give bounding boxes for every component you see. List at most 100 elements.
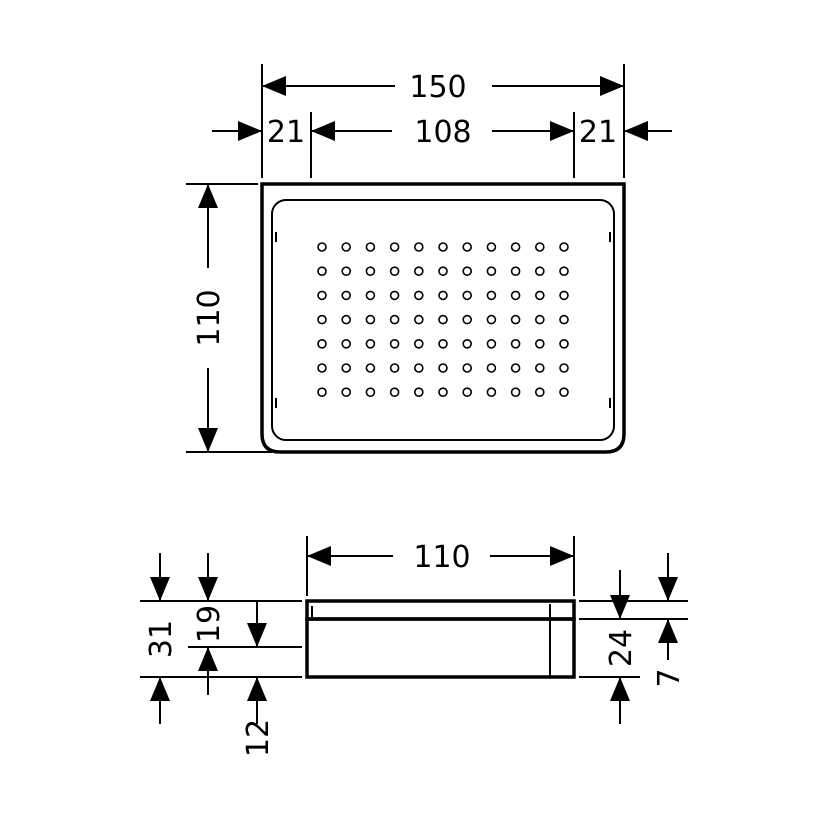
arrow-24-bottom — [610, 677, 630, 701]
drain-hole — [559, 290, 569, 301]
dim-label-150: 150 — [409, 70, 466, 105]
drain-hole — [438, 387, 448, 398]
arrow-side-110-left — [307, 546, 331, 566]
drain-hole — [438, 363, 448, 373]
arrow-7-top — [658, 577, 678, 601]
side-view-top-part — [305, 599, 576, 621]
top-view-inner-tray — [271, 199, 615, 441]
drain-hole — [534, 242, 545, 252]
drain-hole — [389, 314, 400, 325]
drain-hole — [510, 242, 521, 252]
dim-label-24: 24 — [604, 629, 639, 667]
arrow-19-top — [198, 577, 218, 601]
arrow-108-right — [550, 121, 574, 141]
drain-hole — [510, 290, 521, 301]
drain-hole — [486, 363, 497, 373]
drain-hole — [462, 242, 473, 252]
drain-hole — [486, 242, 497, 252]
dim-label-110-depth: 110 — [192, 289, 227, 346]
drain-hole — [389, 242, 400, 252]
drain-hole — [317, 314, 327, 325]
drain-hole — [462, 266, 473, 277]
drain-hole — [341, 290, 352, 301]
arrow-12-top — [247, 623, 267, 647]
drain-hole — [438, 242, 448, 252]
drain-hole — [462, 314, 473, 325]
arrow-150-left — [262, 76, 286, 96]
dim-label-108: 108 — [414, 115, 471, 150]
drain-hole — [462, 290, 473, 301]
drain-hole — [365, 338, 376, 349]
arrow-21-left — [238, 121, 262, 141]
drain-hole — [510, 363, 521, 373]
drain-hole — [534, 290, 545, 301]
drain-hole — [559, 363, 569, 373]
dim-label-21-right: 21 — [579, 115, 617, 150]
dim-label-31: 31 — [144, 620, 179, 658]
drain-hole — [365, 363, 376, 373]
side-view-body — [305, 617, 576, 679]
dim-label-side-110: 110 — [413, 540, 470, 575]
drain-hole — [341, 242, 352, 252]
drain-hole — [317, 363, 327, 373]
side-view: 110 31 19 12 24 — [140, 536, 688, 757]
drain-hole — [438, 314, 448, 325]
dim-label-7: 7 — [652, 668, 687, 687]
drain-hole — [389, 290, 400, 301]
drain-hole — [510, 387, 521, 398]
drain-hole — [534, 314, 545, 325]
arrow-21-right — [624, 121, 648, 141]
drain-hole — [486, 314, 497, 325]
drain-hole — [462, 338, 473, 349]
drain-hole — [341, 363, 352, 373]
drain-hole — [317, 338, 327, 349]
arrow-7-bottom — [658, 619, 678, 643]
drain-hole — [486, 338, 497, 349]
arrow-31-bottom — [150, 677, 170, 701]
drain-hole — [317, 242, 327, 252]
drain-hole — [365, 242, 376, 252]
drain-hole — [559, 338, 569, 349]
drain-hole — [510, 338, 521, 349]
dim-label-12: 12 — [241, 719, 276, 757]
drain-hole — [389, 338, 400, 349]
arrow-150-right — [600, 76, 624, 96]
drain-hole — [559, 387, 569, 398]
drain-hole — [559, 242, 569, 252]
top-view-outer-outline — [260, 182, 626, 454]
arrow-side-110-right — [550, 546, 574, 566]
drain-hole — [365, 290, 376, 301]
drain-hole — [413, 242, 424, 252]
dim-label-21-left: 21 — [267, 115, 305, 150]
drain-hole — [559, 314, 569, 325]
drain-hole — [534, 363, 545, 373]
arrow-31-top — [150, 577, 170, 601]
drain-hole — [462, 387, 473, 398]
drain-hole — [438, 338, 448, 349]
drain-hole — [534, 387, 545, 398]
drain-hole — [438, 290, 448, 301]
drain-hole — [413, 290, 424, 301]
arrow-110-top — [198, 184, 218, 208]
drain-hole — [365, 314, 376, 325]
drain-hole — [534, 266, 545, 277]
arrow-12-bottom — [247, 677, 267, 701]
arrow-24-top — [610, 595, 630, 619]
drain-hole — [413, 363, 424, 373]
arrow-110-bottom — [198, 428, 218, 452]
drain-hole — [389, 363, 400, 373]
drain-hole — [317, 387, 327, 398]
drain-hole — [317, 290, 327, 301]
drain-hole — [413, 338, 424, 349]
drain-hole — [413, 266, 424, 277]
top-view: 150 21 108 21 110 — [186, 64, 672, 454]
drain-hole — [365, 387, 376, 398]
dim-label-19: 19 — [192, 605, 227, 643]
drain-hole — [389, 387, 400, 398]
arrow-108-left — [311, 121, 335, 141]
drain-hole — [486, 387, 497, 398]
drain-hole — [534, 338, 545, 349]
drain-hole — [559, 266, 569, 277]
drain-hole — [365, 266, 376, 277]
